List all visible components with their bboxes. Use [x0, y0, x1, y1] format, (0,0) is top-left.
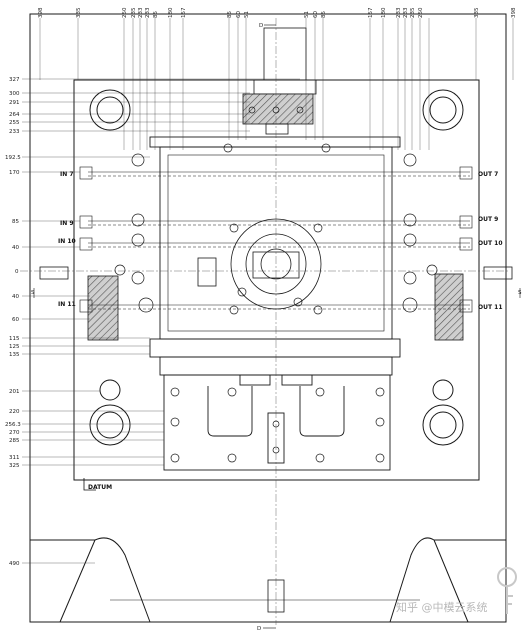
out-11-label: OUT 11 [478, 304, 503, 311]
left-dim: 85 [12, 219, 19, 225]
left-dimension-lines [22, 78, 300, 564]
top-dim: 250 [122, 7, 128, 18]
top-dim: 233 [138, 7, 144, 18]
section-marker-bottom: D [257, 626, 261, 632]
top-dim: 180 [381, 7, 387, 18]
out-10-label: OUT 10 [478, 240, 503, 247]
top-dim: 250 [418, 7, 424, 18]
left-dim: 270 [9, 430, 20, 436]
datum-label: DATUM [88, 484, 112, 491]
left-dim: 233 [9, 129, 20, 135]
top-dim: 60 [313, 11, 319, 18]
left-dim: 60 [12, 317, 19, 323]
top-dimension-lines [39, 18, 514, 150]
center-lines [20, 18, 510, 625]
cooling-port-labels: IN 7 IN 9 IN 10 IN 11 OUT 7 OUT 9 OUT 10… [58, 171, 503, 311]
left-dim: 291 [9, 100, 20, 106]
left-dim: 220 [9, 409, 20, 415]
left-dim: 256.3 [5, 422, 21, 428]
top-dim: 335 [76, 7, 82, 18]
section-markers: D D S S [31, 23, 522, 632]
out-9-label: OUT 9 [478, 216, 498, 223]
left-dim: 115 [9, 336, 20, 342]
center-boss [197, 218, 322, 310]
datum-symbol: DATUM [83, 478, 112, 491]
top-dim: 233 [396, 7, 402, 18]
left-dim: 264 [9, 112, 20, 118]
watermark: 知乎 @中模云系统 [396, 567, 517, 614]
top-dim: 157 [368, 7, 374, 18]
left-dim: 192.5 [5, 155, 21, 161]
section-marker-top: D [259, 23, 263, 29]
top-dim: 51 [244, 11, 250, 18]
in-11-label: IN 11 [58, 301, 76, 308]
left-dim: 40 [12, 294, 19, 300]
mold-insert-frame [149, 136, 401, 471]
left-dim: 300 [9, 91, 20, 97]
key-logo-icon [497, 567, 517, 614]
left-dim: 490 [9, 561, 20, 567]
top-dim: 398 [38, 7, 44, 18]
in-7-label: IN 7 [60, 171, 74, 178]
top-dim: 157 [181, 7, 187, 18]
top-dim: 235 [131, 7, 137, 18]
top-dim: 335 [474, 7, 480, 18]
in-10-label: IN 10 [58, 238, 76, 245]
left-dim: 325 [9, 463, 20, 469]
top-dim: 398 [511, 7, 517, 18]
side-hatched-blocks [39, 266, 513, 341]
left-dim: 170 [9, 170, 20, 176]
top-dim: 180 [168, 7, 174, 18]
top-dim: 235 [410, 7, 416, 18]
left-dimension-labels: 327 300 291 264 255 233 192.5 170 85 40 … [5, 77, 21, 567]
guide-holes [89, 89, 464, 446]
watermark-text: 知乎 @中模云系统 [396, 600, 488, 614]
left-dim: 285 [9, 438, 20, 444]
section-s-left: S [31, 290, 35, 296]
top-dim: 60 [236, 11, 242, 18]
top-dim: 85 [227, 11, 233, 18]
left-dim: 135 [9, 352, 20, 358]
left-dim: 125 [9, 344, 20, 350]
top-gate-block [242, 27, 317, 135]
top-dim: 85 [153, 11, 159, 18]
left-dim: 255 [9, 120, 20, 126]
top-dim: 233 [145, 7, 151, 18]
left-dim: 0 [15, 269, 19, 275]
left-dim: 40 [12, 245, 19, 251]
left-dim: 311 [9, 455, 20, 461]
top-dim: 85 [321, 11, 327, 18]
top-dimension-labels: 398 335 250 235 233 233 85 180 157 85 60… [38, 7, 517, 18]
top-dim: 233 [403, 7, 409, 18]
in-9-label: IN 9 [60, 220, 74, 227]
top-dim: 51 [304, 11, 310, 18]
left-dim: 327 [9, 77, 20, 83]
left-dim: 201 [9, 389, 20, 395]
out-7-label: OUT 7 [478, 171, 498, 178]
cooling-channels [79, 166, 473, 313]
